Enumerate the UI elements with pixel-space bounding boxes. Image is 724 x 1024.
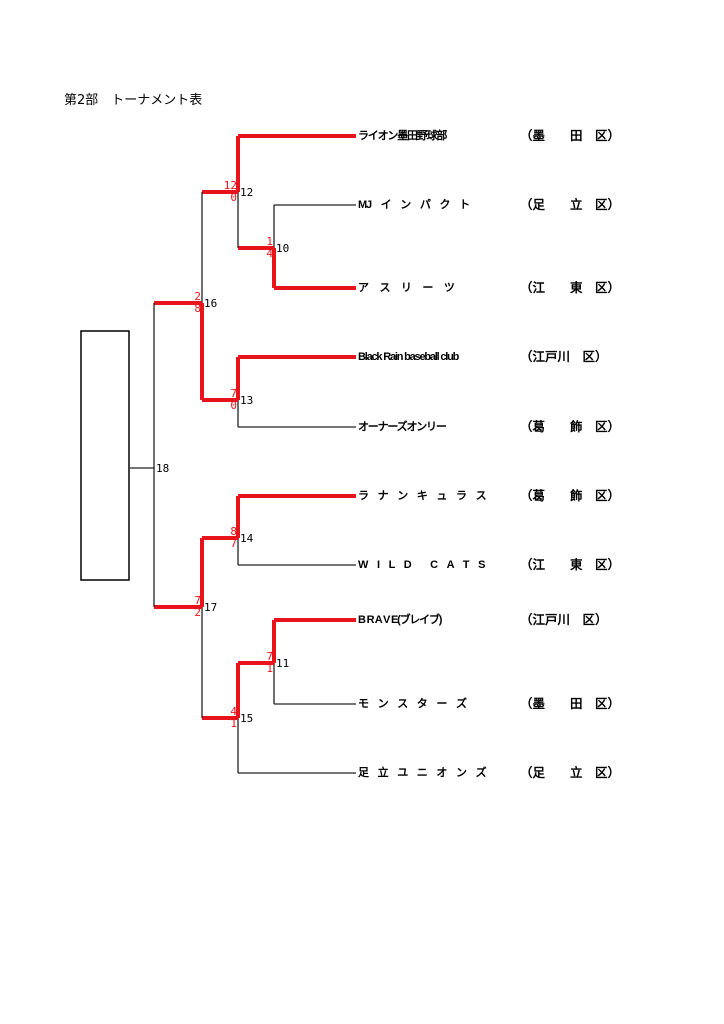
score-bottom: 8 xyxy=(194,302,201,315)
score-top: 2 xyxy=(194,290,201,303)
team-name: ア ス リ ー ツ xyxy=(358,282,455,294)
team-name: オーナーズオンリー xyxy=(358,421,447,433)
match-number: 16 xyxy=(204,297,217,310)
match-number: 12 xyxy=(240,186,253,199)
team-district: （江戸川 区） xyxy=(520,612,608,627)
score-bottom: 2 xyxy=(194,606,201,619)
score-bottom: 1 xyxy=(266,662,273,675)
team-name: Black Rain baseball club xyxy=(358,351,459,363)
score-top: 12 xyxy=(224,179,237,192)
match-number: 18 xyxy=(156,462,169,475)
team-name: B R A V E(ブレイブ) xyxy=(358,614,442,626)
match-number: 14 xyxy=(240,532,254,545)
team-name: 足 立 ユ ニ オ ン ズ xyxy=(358,767,487,779)
score-top: 7 xyxy=(230,387,237,400)
team-district: （葛 飾 区） xyxy=(520,419,621,434)
score-bottom: 0 xyxy=(230,191,237,204)
score-bottom: 7 xyxy=(230,537,237,550)
match-number: 17 xyxy=(204,601,217,614)
team-name: MJ イ ン パ ク ト xyxy=(358,199,470,211)
team-district: （足 立 区） xyxy=(520,197,621,212)
team-name: モ ン ス タ ー ズ xyxy=(358,698,467,710)
team-district: （江 東 区） xyxy=(520,280,621,295)
match-number: 10 xyxy=(276,242,289,255)
team-district: （江 東 区） xyxy=(520,557,621,572)
match-number: 13 xyxy=(240,394,253,407)
score-top: 7 xyxy=(194,594,201,607)
team-name: ライオン墨田野球部 xyxy=(358,130,447,142)
score-bottom: 0 xyxy=(230,399,237,412)
score-top: 1 xyxy=(266,235,273,248)
team-district: （足 立 区） xyxy=(520,765,621,780)
score-bottom: 1 xyxy=(230,717,237,730)
score-top: 4 xyxy=(230,705,237,718)
score-top: 8 xyxy=(230,525,237,538)
match-number: 15 xyxy=(240,712,253,725)
team-name: W I L D C A T S xyxy=(358,559,485,571)
team-district: （墨 田 区） xyxy=(520,696,621,711)
team-name: ラ ナ ン キ ュ ラ ス xyxy=(358,490,487,502)
champion-box xyxy=(80,330,130,581)
match-number: 11 xyxy=(276,657,289,670)
score-top: 7 xyxy=(266,650,273,663)
team-district: （葛 飾 区） xyxy=(520,488,621,503)
score-bottom: 4 xyxy=(266,247,273,260)
page-title: 第2部 トーナメント表 xyxy=(64,93,203,108)
team-district: （江戸川 区） xyxy=(520,349,608,364)
team-district: （墨 田 区） xyxy=(520,128,621,143)
